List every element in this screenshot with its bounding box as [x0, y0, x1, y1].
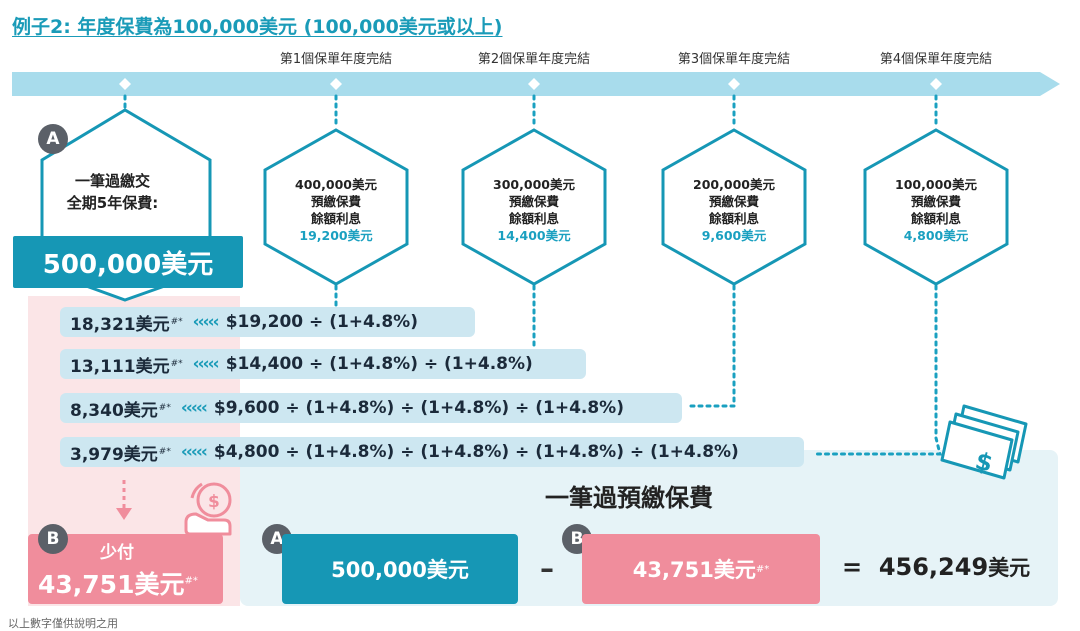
coin-wallet-icon: $	[184, 482, 232, 536]
hexagon-a-line1: 一筆過繳交	[74, 172, 150, 190]
savings-label: 少付	[100, 543, 134, 563]
chevrons-left-icon: ‹‹‹‹‹	[192, 354, 220, 374]
hex3-label: 預繳保費	[708, 194, 759, 209]
hex2-interest-label: 餘額利息	[508, 211, 559, 226]
hex3-balance: 200,000美元	[693, 177, 775, 192]
calc-row-mark: #*	[170, 317, 183, 327]
hexagon-year-2	[461, 128, 607, 286]
year-label-1: 第1個保單年度完結	[279, 52, 393, 67]
minus-sign: –	[540, 552, 554, 585]
year-label-4: 第4個保單年度完結	[879, 52, 993, 67]
equation-b-value: 43,751美元	[632, 558, 756, 582]
timeline-nodes	[119, 78, 942, 90]
hex2-interest: 14,400美元	[497, 228, 571, 243]
prepay-title: 一筆過預繳保費	[545, 484, 713, 512]
hex1-interest: 19,200美元	[299, 228, 373, 243]
hexagon-year-1-text: 400,000美元 預繳保費 餘額利息 19,200美元	[261, 140, 411, 280]
banknote-dollar-icon: $	[940, 404, 1028, 480]
hexagon-year-3	[661, 128, 807, 286]
calc-row-1: 18,321美元#* ‹‹‹‹‹$19,200 ÷ (1+4.8%)	[60, 307, 475, 337]
svg-text:$: $	[208, 492, 220, 512]
hex2-label: 預繳保費	[508, 194, 559, 209]
hexagon-year-4	[863, 128, 1009, 286]
hexagon-year-3-text: 200,000美元 預繳保費 餘額利息 9,600美元	[659, 140, 809, 280]
hexagon-year-1	[263, 128, 409, 286]
calc-row-value: 13,111美元	[70, 356, 170, 377]
hex4-label: 預繳保費	[910, 194, 961, 209]
calc-row-value: 8,340美元	[70, 400, 158, 421]
chevrons-left-icon: ‹‹‹‹‹	[192, 312, 220, 332]
hex4-interest-label: 餘額利息	[910, 211, 961, 226]
badge-b-savings: B	[38, 524, 68, 554]
hex2-balance: 300,000美元	[493, 177, 575, 192]
hex4-interest: 4,800美元	[903, 228, 969, 243]
savings-value: 43,751美元#*	[38, 565, 198, 601]
badge-a: A	[38, 124, 68, 154]
equation-b-box: 43,751美元#*	[582, 534, 820, 604]
calc-row-mark: #*	[170, 359, 183, 369]
calc-row-2: 13,111美元#* ‹‹‹‹‹$14,400 ÷ (1+4.8%) ÷ (1+4…	[60, 349, 586, 379]
result-value: 456,249	[878, 553, 989, 581]
calc-row-value: 3,979美元	[70, 444, 158, 465]
equals-sign: =	[842, 553, 863, 581]
calc-row-3: 8,340美元#* ‹‹‹‹‹$9,600 ÷ (1+4.8%) ÷ (1+4.8…	[60, 393, 682, 423]
hexagon-year-2-text: 300,000美元 預繳保費 餘額利息 14,400美元	[459, 140, 609, 280]
connector-lines	[123, 94, 942, 456]
calc-row-mark: #*	[158, 447, 171, 457]
hex3-interest-label: 餘額利息	[708, 211, 759, 226]
hex3-interest: 9,600美元	[701, 228, 767, 243]
equation-a-box: 500,000美元	[282, 534, 518, 604]
chevrons-left-icon: ‹‹‹‹‹	[180, 442, 208, 462]
hexagon-year-4-text: 100,000美元 預繳保費 餘額利息 4,800美元	[861, 140, 1011, 280]
hexagon-a-text: 一筆過繳交 全期5年保費:	[40, 170, 185, 214]
calc-row-formula: $19,200 ÷ (1+4.8%)	[225, 312, 418, 332]
calc-row-mark: #*	[158, 403, 171, 413]
hex1-balance: 400,000美元	[295, 177, 377, 192]
equation-b-mark: #*	[755, 563, 770, 575]
savings-amount: 43,751美元	[38, 570, 185, 599]
year-label-3: 第3個保單年度完結	[677, 52, 791, 67]
calc-row-value: 18,321美元	[70, 314, 170, 335]
svg-text:$: $	[972, 446, 995, 477]
footnote: 以上數字僅供說明之用	[8, 617, 118, 630]
result-unit: 美元	[988, 556, 1031, 580]
hexagon-a-line2: 全期5年保費:	[66, 194, 159, 212]
equation-result: = 456,249美元	[842, 552, 1030, 582]
year-label-2: 第2個保單年度完結	[477, 52, 591, 67]
calc-row-4: 3,979美元#* ‹‹‹‹‹$4,800 ÷ (1+4.8%) ÷ (1+4.8…	[60, 437, 804, 467]
calc-row-formula: $9,600 ÷ (1+4.8%) ÷ (1+4.8%) ÷ (1+4.8%)	[213, 398, 624, 418]
hex1-interest-label: 餘額利息	[310, 211, 361, 226]
total-payment-box: 500,000美元	[13, 236, 243, 288]
calc-row-formula: $14,400 ÷ (1+4.8%) ÷ (1+4.8%)	[225, 354, 533, 374]
hex4-balance: 100,000美元	[895, 177, 977, 192]
savings-mark: #*	[184, 575, 198, 587]
hex1-label: 預繳保費	[310, 194, 361, 209]
page-title: 例子2: 年度保費為100,000美元 (100,000美元或以上)	[12, 16, 503, 38]
calc-row-formula: $4,800 ÷ (1+4.8%) ÷ (1+4.8%) ÷ (1+4.8%) …	[213, 442, 739, 462]
chevrons-left-icon: ‹‹‹‹‹	[180, 398, 208, 418]
